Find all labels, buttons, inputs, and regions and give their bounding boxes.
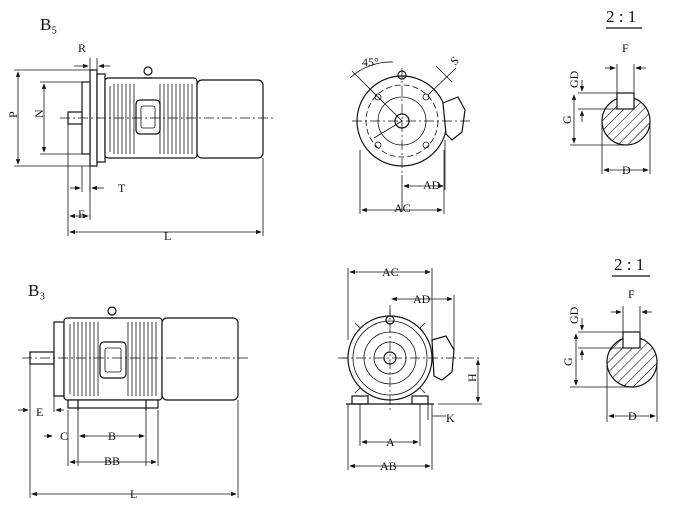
shaft-top-dim-F: F xyxy=(622,41,629,55)
shaft-bottom-dim-G: G xyxy=(561,357,575,366)
b5-fan-cover xyxy=(196,79,264,159)
b3-dim-C: C xyxy=(60,429,68,443)
b3-dim-AD: AD xyxy=(413,292,431,306)
b3-dim-H: H xyxy=(465,373,479,382)
b5-end-view: 45° S AD AC xyxy=(349,53,470,215)
b5-title: B₅ xyxy=(40,15,57,34)
b5-dim-P: P xyxy=(6,111,20,118)
b3-fan-cover xyxy=(161,317,239,401)
shaft-detail-bottom: 2 : 1 F GD G D xyxy=(561,255,658,423)
b3-dim-L: L xyxy=(130,487,137,501)
b5-dim-E: E xyxy=(78,207,85,221)
b5-dim-R: R xyxy=(78,41,86,55)
b3-dim-B: B xyxy=(108,429,116,443)
b3-title: B₃ xyxy=(28,281,45,300)
shaft-top-dim-G: G xyxy=(560,115,574,124)
b3-terminal-box xyxy=(99,341,127,379)
b5-dim-AD: AD xyxy=(423,178,441,192)
shaft-bottom-dim-F: F xyxy=(628,287,635,301)
b5-dim-L: L xyxy=(164,229,171,243)
b3-dim-AC: AC xyxy=(382,265,399,279)
b5-angle-45: 45° xyxy=(362,55,379,69)
b5-dim-S: S xyxy=(447,53,462,68)
shaft-detail-top: 2 : 1 F GD G D xyxy=(560,7,651,177)
shaft-bottom-scale: 2 : 1 xyxy=(614,255,644,274)
b3-side-view: B₃ E xyxy=(18,281,250,501)
b3-end-view: AC AD H K A AB xyxy=(338,265,482,473)
b5-lifting-eye xyxy=(143,66,153,76)
b3-dim-K: K xyxy=(446,411,455,425)
b3-dim-BB: BB xyxy=(104,454,120,468)
shaft-top-dim-D: D xyxy=(622,163,631,177)
b3-dim-A: A xyxy=(386,435,395,449)
b5-side-view: B₅ P xyxy=(6,15,275,243)
b5-terminal-box xyxy=(135,99,161,135)
shaft-bottom-dim-GD: GD xyxy=(567,306,581,324)
b5-dim-T: T xyxy=(118,181,126,195)
b3-dim-E: E xyxy=(36,405,43,419)
b5-dim-N: N xyxy=(32,109,46,118)
b5-dim-AC: AC xyxy=(394,201,411,215)
shaft-top-scale: 2 : 1 xyxy=(606,7,636,26)
shaft-top-dim-GD: GD xyxy=(567,70,581,88)
b3-dim-AB: AB xyxy=(380,459,397,473)
shaft-bottom-dim-D: D xyxy=(628,409,637,423)
